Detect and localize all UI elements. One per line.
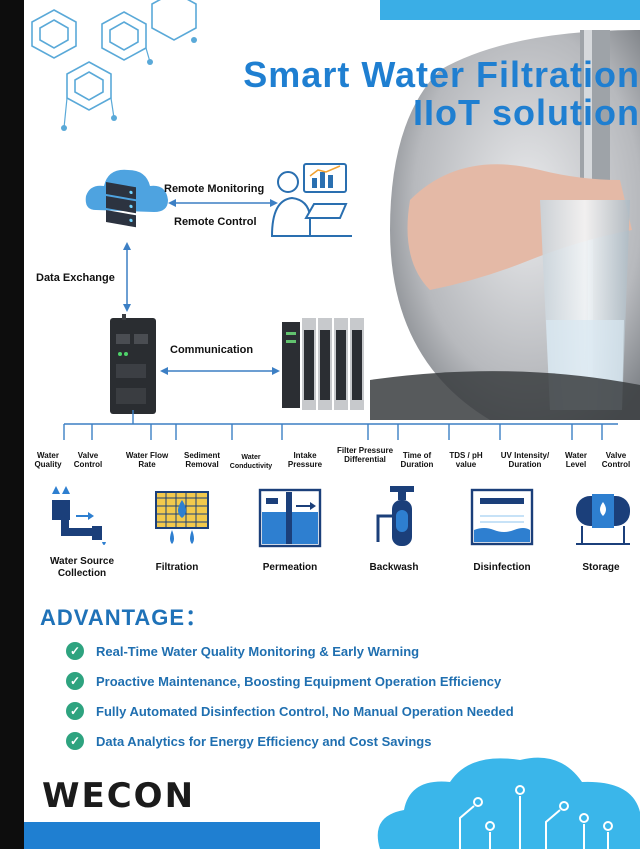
param-valve-control-2: Valve Control: [601, 451, 631, 469]
advantage-item-text: Fully Automated Disinfection Control, No…: [96, 703, 514, 719]
param-water-flow-rate: Water Flow Rate: [125, 451, 169, 469]
advantage-item-text: Real-Time Water Quality Monitoring & Ear…: [96, 643, 420, 659]
infographic-page: Smart Water Filtration IIoT solution Rem…: [24, 0, 640, 849]
advantage-item: ✓ Fully Automated Disinfection Control, …: [66, 701, 514, 721]
stage-disinfection: Disinfection: [473, 562, 531, 573]
bidirectional-arrow-remote: [168, 199, 278, 207]
top-accent-bar: [380, 0, 640, 20]
iiot-gateway-device-icon: [110, 314, 156, 414]
data-exchange-label: Data Exchange: [36, 272, 115, 284]
storage-tank-icon: [576, 494, 630, 545]
disinfection-icon: [470, 488, 534, 546]
remote-monitoring-label: Remote Monitoring: [164, 183, 265, 195]
check-circle-icon: ✓: [66, 672, 84, 690]
param-filter-pressure-differential: Filter Pressure Differential: [336, 446, 394, 464]
bidirectional-arrow-communication: [160, 367, 280, 375]
param-intake-pressure: Intake Pressure: [287, 451, 323, 469]
param-water-conductivity: Water Conductivity: [229, 454, 273, 470]
distribution-tree-lines: [63, 410, 618, 440]
advantage-heading: ADVANTAGE：: [40, 605, 209, 630]
param-uv-intensity: UV Intensity/ Duration: [500, 451, 550, 469]
advantage-item-text: Data Analytics for Energy Efficiency and…: [96, 733, 432, 749]
cloud-circuit-decoration: [377, 757, 640, 849]
water-source-collection-icon: [52, 486, 106, 545]
remote-operator-icon: [270, 163, 352, 237]
cloud-server-icon: [85, 169, 168, 228]
param-tds-ph: TDS / pH value: [449, 451, 483, 469]
param-sediment-removal: Sediment Removal: [183, 451, 220, 469]
check-circle-icon: ✓: [66, 642, 84, 660]
page-title-line2: IIoT solution: [413, 92, 640, 133]
backwash-icon: [376, 486, 414, 546]
check-circle-icon: ✓: [66, 702, 84, 720]
remote-control-label: Remote Control: [174, 216, 257, 228]
wecon-logo: WECON: [42, 776, 196, 816]
param-valve-control-1: Valve Control: [73, 451, 103, 469]
communication-label: Communication: [170, 344, 254, 356]
advantage-item: ✓ Data Analytics for Energy Efficiency a…: [66, 731, 431, 751]
param-water-level: Water Level: [565, 451, 587, 469]
water-glass-photo: [370, 30, 640, 420]
advantage-item: ✓ Real-Time Water Quality Monitoring & E…: [66, 641, 419, 661]
advantage-item-text: Proactive Maintenance, Boosting Equipmen…: [96, 673, 502, 689]
plc-io-module-icon: [282, 318, 364, 410]
filtration-icon: [155, 491, 209, 544]
param-water-quality: Water Quality: [34, 451, 62, 469]
stage-backwash: Backwash: [369, 562, 419, 573]
stage-storage: Storage: [582, 562, 620, 573]
stage-water-source-collection: Water Source Collection: [49, 556, 115, 579]
vertical-arrow-data-exchange: [123, 242, 131, 312]
page-title-line1: Smart Water Filtration: [243, 54, 640, 95]
hexagon-pattern-decoration: [31, 0, 197, 131]
permeation-icon: [258, 488, 322, 548]
stage-filtration: Filtration: [155, 562, 199, 573]
bottom-accent-bar: [24, 822, 320, 849]
param-time-of-duration: Time of Duration: [400, 451, 434, 469]
stage-permeation: Permeation: [262, 562, 318, 573]
check-circle-icon: ✓: [66, 732, 84, 750]
advantage-item: ✓ Proactive Maintenance, Boosting Equipm…: [66, 671, 501, 691]
